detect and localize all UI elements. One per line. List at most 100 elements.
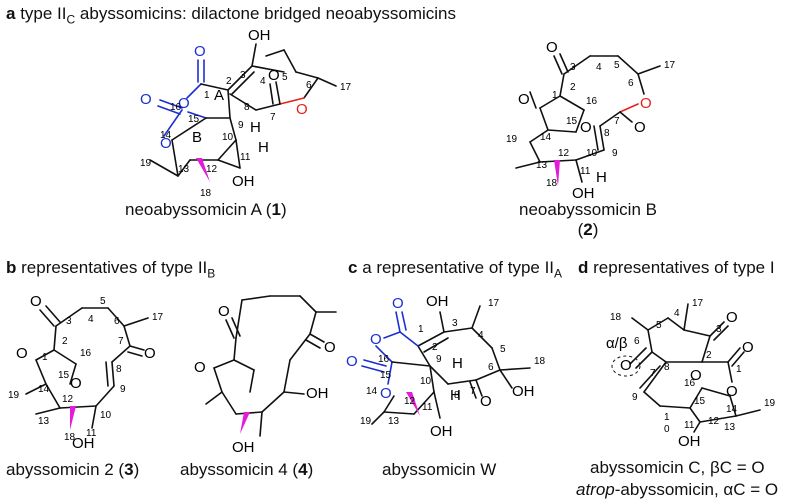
locant: 16 — [378, 354, 390, 365]
ring-label-a: A — [214, 87, 224, 104]
atom-o: O — [324, 339, 336, 356]
locant: 17 — [152, 312, 164, 323]
atom-oh: OH — [430, 423, 453, 440]
caption-abyssomicin-2: abyssomicin 2 (3) — [6, 460, 139, 480]
atom-o: O — [370, 331, 382, 348]
panel-a-title-text: type II — [20, 4, 67, 23]
locant: 12 — [708, 416, 720, 427]
compound-paren: ) — [280, 200, 287, 219]
locant: 19 — [8, 390, 20, 401]
atom-o: O — [346, 353, 358, 370]
atom-o: O — [178, 95, 190, 112]
atom-o: O — [480, 393, 492, 410]
atom-o: O — [634, 119, 646, 136]
panel-d-title: d representatives of type I — [578, 258, 775, 278]
locant: 11 — [684, 420, 695, 431]
locant: 15 — [58, 370, 70, 381]
compound-name: -abyssomicin, αC = O — [614, 480, 779, 499]
locant: 1 — [552, 90, 558, 101]
locant: 11 — [240, 152, 251, 163]
atom-h: H — [452, 355, 463, 372]
compound-name: abyssomicin 4 ( — [180, 460, 299, 479]
panel-a-title-rest: abyssomicins: dilactone bridged neoabyss… — [75, 4, 456, 23]
locant: 6 — [114, 316, 120, 327]
atom-o: O — [144, 345, 156, 362]
locant: 9 — [632, 392, 638, 403]
structure-abyssomicin-2: O O O O OH 1 2 3 4 5 6 7 8 9 10 11 — [8, 293, 164, 452]
locant: 8 — [604, 128, 610, 139]
locant: 6 — [306, 80, 312, 91]
atom-o: O — [690, 367, 702, 384]
locant: 8 — [244, 102, 250, 113]
locant: 18 — [534, 356, 546, 367]
compound-number: 1 — [271, 200, 281, 219]
locant: 1 — [736, 364, 742, 375]
caption-abyssomicin-w: abyssomicin W — [382, 460, 496, 480]
locant: 15 — [188, 114, 200, 125]
panel-b-title: b representatives of type IIB — [6, 258, 215, 280]
locant: 15 — [694, 396, 706, 407]
compound-name: neoabyssomicin B — [519, 200, 657, 219]
structure-neoabyssomicin-a: O O OH O O OH H H — [140, 27, 352, 199]
locant: 9 — [612, 148, 618, 159]
locant: 17 — [488, 298, 500, 309]
locant: 4 — [674, 308, 680, 319]
atom-o: O — [620, 357, 632, 374]
locant: 17 — [340, 82, 352, 93]
locant: 12 — [404, 396, 416, 407]
atom-oh: OH — [232, 173, 255, 190]
locant: 2 — [706, 350, 712, 361]
atom-o: O — [640, 95, 652, 112]
locant: 19 — [764, 398, 776, 409]
locant: 12 — [558, 148, 570, 159]
locant: 13 — [38, 416, 50, 427]
compound-number-line: (2) — [577, 220, 599, 239]
locant: 18 — [64, 432, 76, 443]
locant: 16 — [170, 102, 182, 113]
methyl-wedge — [70, 406, 76, 430]
structure-abyssomicin-w: OH OH O O O O O OH H H 1 — [346, 293, 546, 440]
atom-oh: OH — [306, 385, 329, 402]
panel-c-title-text: a representative of type II — [362, 258, 555, 277]
locant: 2 — [62, 336, 68, 347]
caption-abyssomicin-c: abyssomicin C, βC = O — [590, 458, 765, 478]
locant: 13 — [724, 422, 736, 433]
locant: 10 — [222, 132, 234, 143]
locant: 7 — [614, 116, 620, 127]
locant: 14 — [38, 384, 50, 395]
locant: 19 — [140, 158, 152, 169]
atom-o: O — [742, 339, 754, 356]
alpha-beta-label: α/β — [606, 335, 628, 352]
atom-o: O — [16, 345, 28, 362]
locant: 2 — [432, 342, 438, 353]
atom-o: O — [70, 375, 82, 392]
locant: 2 — [226, 76, 232, 87]
atom-o: O — [30, 293, 42, 310]
locant: 3 — [716, 324, 722, 335]
locant: 16 — [80, 348, 92, 359]
ring-label-b: B — [192, 129, 202, 146]
locant: 7 — [470, 386, 476, 397]
locant: 3 — [570, 62, 576, 73]
locant: 7 — [118, 336, 124, 347]
locant: 10 — [100, 410, 112, 421]
locant: 1 — [664, 412, 670, 423]
methyl-wedge — [196, 158, 210, 182]
atom-o: O — [296, 101, 308, 118]
locant: 15 — [380, 370, 392, 381]
atom-oh: OH — [232, 439, 255, 456]
locant: 16 — [586, 96, 598, 107]
atom-oh: OH — [512, 383, 535, 400]
structure-abyssomicin-4: O O OH O OH — [194, 295, 337, 456]
locant: 9 — [120, 384, 126, 395]
atom-o: O — [518, 91, 530, 108]
atom-h: H — [596, 169, 607, 186]
locant: 1 — [42, 352, 48, 363]
compound-name: abyssomicin W — [382, 460, 497, 479]
compound-paren: ) — [307, 460, 314, 479]
locant: 13 — [178, 164, 190, 175]
atom-o: O — [218, 303, 230, 320]
atom-o: O — [194, 43, 206, 60]
dashed-conformer-ellipse — [611, 355, 641, 377]
locant: 13 — [388, 416, 400, 427]
